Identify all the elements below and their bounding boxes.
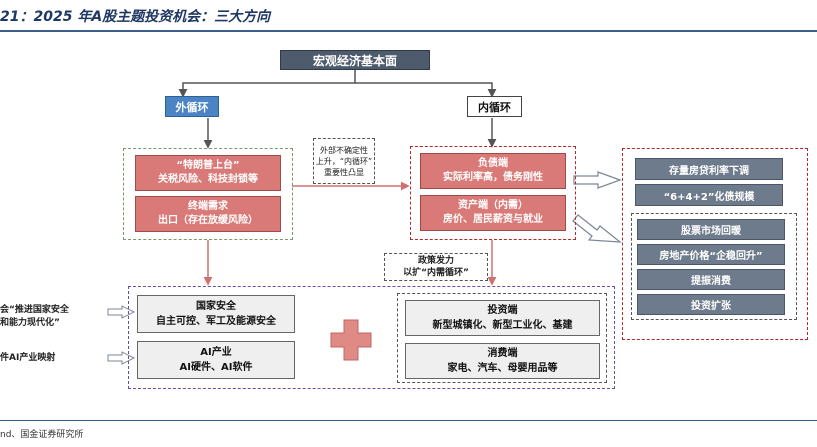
national-security-policy-line2: 和能力现代化” bbox=[0, 318, 60, 328]
export-demand-title: 终端需求 bbox=[188, 201, 228, 212]
consumption-side-title: 消费端 bbox=[487, 348, 518, 359]
uncertainty-note-line3: 重要性凸显 bbox=[324, 167, 364, 177]
figure-title: 21：2025 年A股主题投资机会：三大方向 bbox=[0, 9, 271, 25]
uncertainty-note-line2: 上升，“内循环” bbox=[315, 156, 373, 166]
trump-risk-title: “特朗普上台” bbox=[176, 160, 240, 171]
policy-note-line2: 以扩“内需循环” bbox=[403, 268, 469, 278]
liability-side-box: 负债端 实际利率高，债务刚性 bbox=[420, 153, 566, 189]
policy-effects-group bbox=[631, 213, 797, 320]
ai-mapping-label: 件AI产业映射 bbox=[0, 353, 56, 363]
uncertainty-note-line1: 外部不确定性 bbox=[320, 145, 368, 155]
consumption-side-box: 消费端 家电、汽车、母婴用品等 bbox=[405, 343, 600, 379]
plus-sign bbox=[330, 319, 372, 361]
ai-industry-box: AI产业 AI硬件、AI软件 bbox=[137, 341, 295, 379]
stock-market-box: 股票市场回暖 bbox=[637, 219, 785, 240]
uncertainty-note: 外部不确定性 上升，“内循环” 重要性凸显 bbox=[313, 138, 375, 184]
national-security-box: 国家安全 自主可控、军工及能源安全 bbox=[137, 295, 295, 333]
boost-consumption-box: 提振消费 bbox=[637, 269, 785, 290]
trump-risk-box: “特朗普上台” 关税风险、科技封锁等 bbox=[135, 155, 281, 191]
national-security-title: 国家安全 bbox=[196, 301, 236, 312]
mortgage-rate-cut-box: 存量房贷利率下调 bbox=[635, 158, 783, 180]
national-security-detail: 自主可控、军工及能源安全 bbox=[156, 316, 276, 327]
trump-risk-detail: 关税风险、科技封锁等 bbox=[158, 174, 258, 185]
policy-measures-group bbox=[622, 148, 808, 340]
export-demand-box: 终端需求 出口（存在放缓风险） bbox=[135, 196, 281, 232]
bottom-rule bbox=[0, 420, 817, 421]
domestic-demand-group bbox=[397, 293, 607, 383]
asset-side-detail: 房价、居民薪资与就业 bbox=[443, 214, 543, 225]
liability-side-detail: 实际利率高，债务刚性 bbox=[443, 172, 543, 183]
policy-note: 政策发力 以扩“内需循环” bbox=[384, 253, 488, 281]
national-security-policy-line1: 会“推进国家安全 bbox=[0, 305, 69, 315]
asset-side-title: 资产端（内需） bbox=[458, 200, 528, 211]
investment-side-title: 投资端 bbox=[487, 305, 518, 316]
policy-note-line1: 政策发力 bbox=[417, 256, 454, 266]
hollow-arrow-1 bbox=[573, 171, 622, 189]
connector-top-right bbox=[355, 82, 497, 98]
asset-side-box: 资产端（内需） 房价、居民薪资与就业 bbox=[420, 195, 566, 231]
hollow-arrow-2 bbox=[572, 214, 622, 243]
top-rule bbox=[0, 30, 817, 32]
national-security-policy-label: 会“推进国家安全 和能力现代化” bbox=[0, 304, 69, 330]
property-price-box: 房地产价格“企稳回升” bbox=[637, 244, 785, 265]
external-circulation-box: 外循环 bbox=[165, 96, 219, 117]
investment-expansion-box: 投资扩张 bbox=[637, 294, 785, 315]
source-note: nd、国金证券研究所 bbox=[0, 430, 84, 440]
ai-industry-detail: AI硬件、AI软件 bbox=[179, 362, 253, 373]
investment-side-box: 投资端 新型城镇化、新型工业化、基建 bbox=[405, 300, 600, 336]
internal-circulation-box: 内循环 bbox=[467, 96, 522, 117]
hollow-arrow-left-2 bbox=[107, 351, 136, 365]
external-group bbox=[123, 148, 293, 240]
investment-side-detail: 新型城镇化、新型工业化、基建 bbox=[432, 320, 573, 331]
internal-group bbox=[410, 146, 576, 240]
consumption-side-detail: 家电、汽车、母婴用品等 bbox=[447, 363, 558, 374]
investment-themes-group bbox=[128, 286, 615, 389]
macro-fundamentals-box: 宏观经济基本面 bbox=[280, 50, 430, 70]
hollow-arrow-left-1 bbox=[107, 305, 136, 319]
export-demand-detail: 出口（存在放缓风险） bbox=[158, 215, 258, 226]
debt-resolution-box: “6+4+2”化债规模 bbox=[635, 184, 783, 206]
connector-top-left bbox=[178, 70, 356, 98]
ai-industry-title: AI产业 bbox=[200, 347, 232, 358]
liability-side-title: 负债端 bbox=[478, 158, 508, 169]
